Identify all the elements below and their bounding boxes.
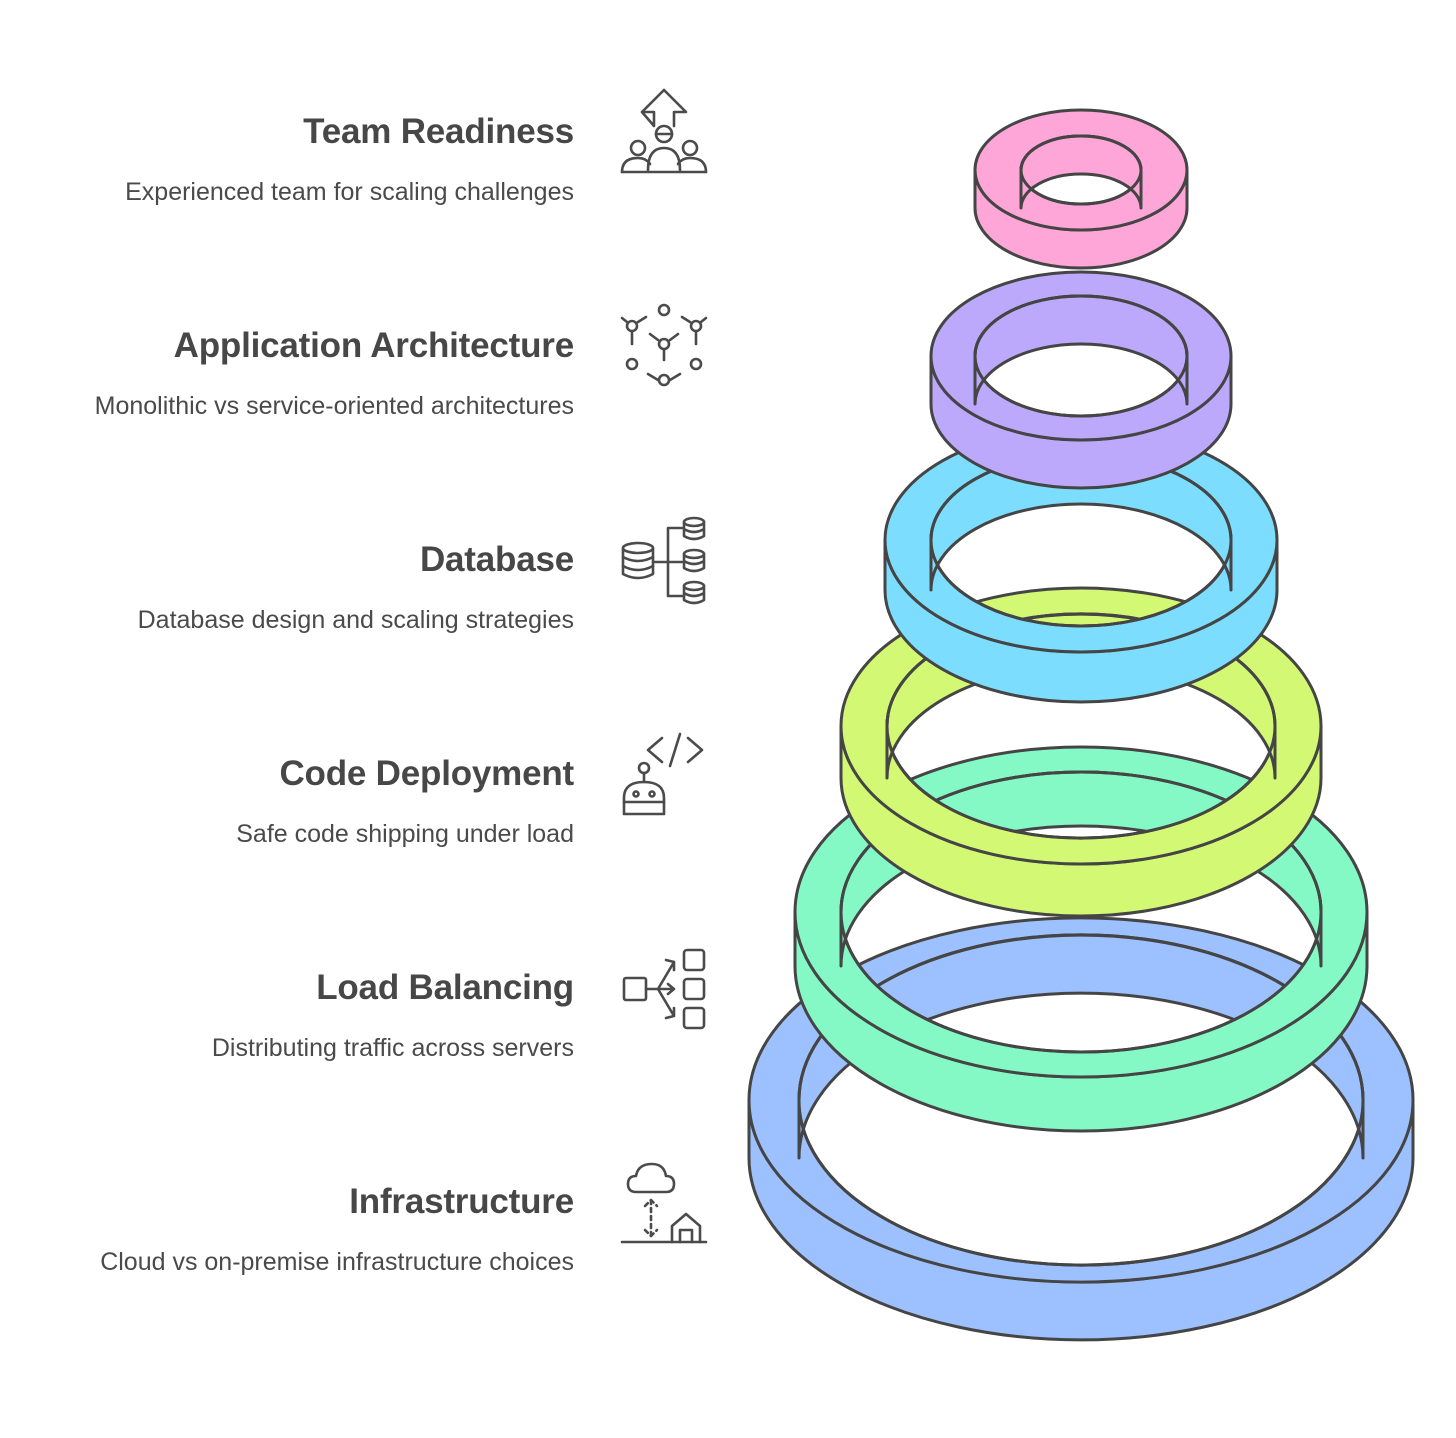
ring-inner-rim: [1019, 134, 1143, 206]
item-load-balancing: Load Balancing Distributing traffic acro…: [0, 966, 574, 1064]
ring-inner-rim: [839, 770, 1323, 1054]
network-nodes-icon: [618, 300, 710, 392]
item-title: Code Deployment: [279, 754, 574, 793]
code-robot-icon: [618, 728, 710, 820]
item-team-readiness: Team Readiness Experienced team for scal…: [0, 110, 574, 208]
ring-team-readiness: [973, 108, 1189, 270]
item-description: Cloud vs on-premise infrastructure choic…: [100, 1248, 574, 1276]
item-title: Infrastructure: [349, 1182, 574, 1221]
item-description: Distributing traffic across servers: [211, 1034, 574, 1062]
cloud-house-icon: [618, 1156, 710, 1248]
item-code-deployment: Code Deployment Safe code shipping under…: [0, 752, 574, 850]
database-icon: [618, 514, 710, 606]
item-database: Database Database design and scaling str…: [0, 538, 575, 636]
item-title: Application Architecture: [173, 326, 575, 365]
ring-inner-rim: [973, 294, 1189, 418]
item-title: Database: [419, 540, 574, 579]
item-description: Experienced team for scaling challenges: [125, 178, 574, 206]
item-description: Database design and scaling strategies: [137, 606, 574, 634]
item-description: Safe code shipping under load: [236, 820, 574, 848]
item-application-architecture: Application Architecture Monolithic vs s…: [0, 324, 575, 422]
load-balancer-icon: [618, 942, 710, 1034]
item-description: Monolithic vs service-oriented architect…: [94, 392, 574, 420]
team-readiness-icon: [618, 86, 710, 178]
item-title: Team Readiness: [303, 112, 574, 151]
ring-application-architecture: [929, 270, 1233, 490]
item-infrastructure: Infrastructure Cloud vs on-premise infra…: [0, 1180, 574, 1278]
item-title: Load Balancing: [316, 968, 574, 1007]
ring-inner-rim: [797, 933, 1365, 1267]
